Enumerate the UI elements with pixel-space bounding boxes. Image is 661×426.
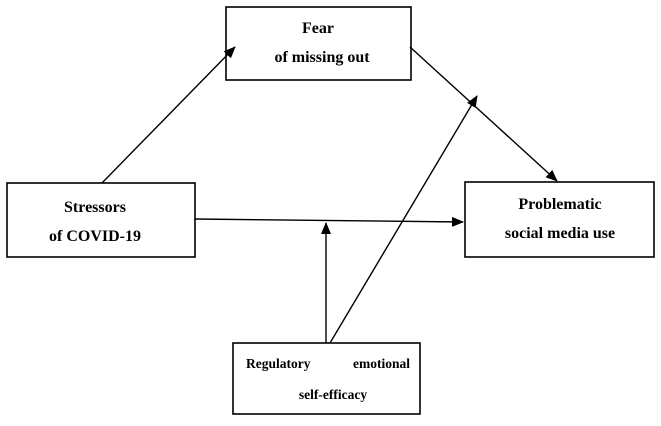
node-problematic-social-media-use: Problematic social media use <box>464 181 655 258</box>
node-regulatory-emotional-self-efficacy: Regulatory emotional self-efficacy <box>232 342 421 415</box>
node-label-line-1: Fear <box>302 20 334 37</box>
node-label-line-2: of missing out <box>274 49 370 66</box>
arrow-rese-to-mediator-path <box>329 95 478 344</box>
node-stressors-of-covid-19: Stressors of COVID-19 <box>6 182 196 258</box>
node-label-line-1: Stressors <box>64 199 126 216</box>
node-fear-of-missing-out: Fear of missing out <box>225 6 412 81</box>
arrow-fomo-to-psmu <box>409 46 558 182</box>
node-label-line-1: Problematic <box>518 196 601 213</box>
node-box <box>232 342 421 415</box>
arrow-stressors-to-psmu <box>194 216 464 227</box>
arrow-stressors-to-fomo <box>101 46 236 184</box>
node-label-line-2: of COVID-19 <box>49 228 141 245</box>
node-box <box>225 6 412 81</box>
node-label-line-2: self-efficacy <box>299 387 367 402</box>
node-box <box>464 181 655 258</box>
node-label-line-2: social media use <box>505 225 615 242</box>
node-label-line-1b: emotional <box>353 356 410 371</box>
node-label-line-1a: Regulatory <box>246 356 311 371</box>
node-box <box>6 182 196 258</box>
